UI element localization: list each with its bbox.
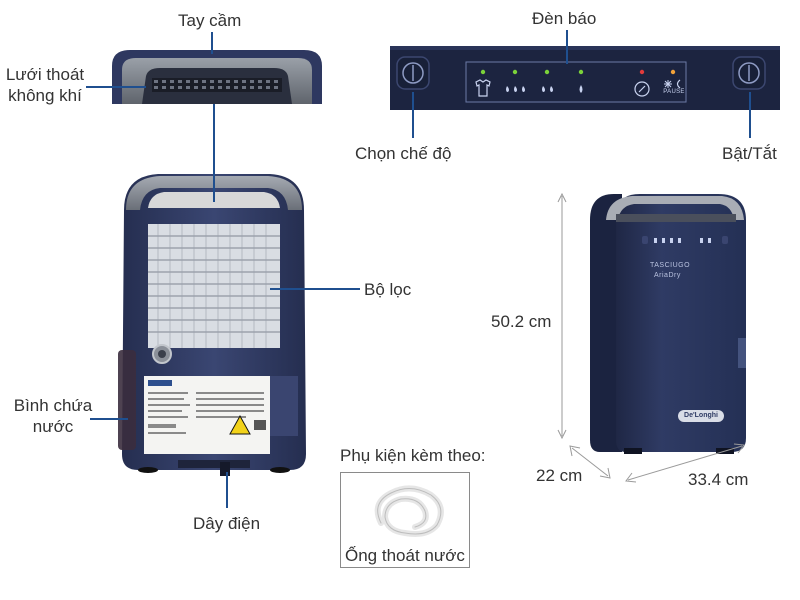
depth-arrow [568,444,612,480]
tank-label-line2: nước [32,417,74,436]
indicator-pause [660,68,686,100]
unit-back-view [118,170,310,476]
tank-leader [90,418,128,420]
depth-dimension: 22 cm [536,466,583,485]
handle-label: Tay cầm [178,11,242,30]
indicator-tank-full [630,68,654,100]
mode-select-button[interactable] [396,56,430,90]
vent-label-line1: Lưới thoát [5,65,85,84]
drain-hose-label: Ống thoát nước [345,546,465,565]
accessory-box: Ống thoát nước [340,472,470,568]
indicator-leader [566,30,568,64]
power-label: Bật/Tắt [722,144,777,163]
vent-leader [86,86,146,88]
mode-select-label: Chọn chế độ [355,144,452,163]
height-arrow [556,192,568,440]
power-button[interactable] [732,56,766,90]
tank-label-line1: Bình chứa [13,396,93,415]
front-text-line1: TASCIUGO [650,262,691,269]
pause-text: PAUSE [663,89,685,95]
indicator-one-drop [570,68,592,100]
indicator-shirt [472,68,494,100]
filter-label: Bộ lọc [364,280,412,299]
indicator-two-drops [536,68,558,100]
vent-label: Lưới thoát không khí [2,64,88,106]
handle-closeup [108,46,326,104]
brand-logo-text: De'Longhi [684,412,718,419]
width-arrow [624,440,746,486]
cord-leader [226,472,228,508]
cord-label: Dây điện [193,514,261,533]
mode-leader [412,92,414,138]
indicator-three-drops [502,68,528,100]
filter-leader [270,288,360,290]
vent-label-line2: không khí [8,86,82,105]
width-dimension: 33.4 cm [688,470,749,489]
power-leader [749,92,751,138]
indicator-label: Đèn báo [532,9,597,28]
control-panel [390,46,780,110]
handle-leader-top [211,32,213,54]
unit-front-view [586,190,752,458]
height-dimension: 50.2 cm [491,312,552,331]
front-text-line2: AriaDry [654,272,681,279]
tank-label: Bình chứa nước [6,395,100,437]
handle-leader-back [213,104,215,202]
accessories-label: Phụ kiện kèm theo: [340,446,486,465]
brand-logo: De'Longhi [678,410,724,422]
